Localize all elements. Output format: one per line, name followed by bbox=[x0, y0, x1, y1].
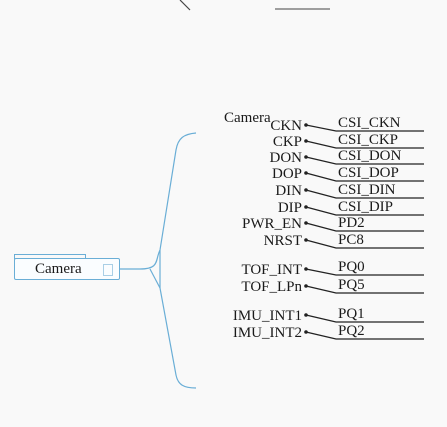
pin-name-0[interactable]: CKN bbox=[270, 118, 302, 134]
pin-name-10[interactable]: IMU_INT1 bbox=[232, 308, 302, 324]
pin-name-1[interactable]: CKP bbox=[272, 134, 302, 150]
net-label-5[interactable]: CSI_DIP bbox=[338, 199, 394, 215]
net-line-5 bbox=[305, 206, 424, 216]
pin-name-9[interactable]: TOF_LPn bbox=[241, 279, 302, 295]
pin-name-11[interactable]: IMU_INT2 bbox=[232, 325, 302, 341]
net-label-1[interactable]: CSI_CKP bbox=[338, 132, 399, 148]
pin-name-6[interactable]: PWR_EN bbox=[242, 216, 302, 232]
net-label-8[interactable]: PQ0 bbox=[338, 259, 365, 275]
net-line-11 bbox=[305, 331, 424, 340]
group-title: Camera bbox=[224, 110, 271, 126]
pin-name-8[interactable]: TOF_INT bbox=[241, 262, 302, 278]
pin-name-2[interactable]: DON bbox=[269, 150, 303, 166]
net-line-9 bbox=[305, 285, 424, 294]
net-label-3[interactable]: CSI_DOP bbox=[338, 165, 399, 181]
top-decoration bbox=[179, 0, 330, 11]
net-label-9[interactable]: PQ5 bbox=[338, 277, 365, 293]
net-line-6 bbox=[305, 222, 424, 232]
net-label-6[interactable]: PD2 bbox=[338, 215, 365, 231]
net-line-7 bbox=[305, 239, 424, 249]
net-label-2[interactable]: CSI_DON bbox=[338, 148, 402, 164]
net-line-2 bbox=[305, 156, 424, 165]
node-handle-icon bbox=[103, 264, 113, 276]
brace-join bbox=[149, 268, 161, 289]
net-label-11[interactable]: PQ2 bbox=[338, 323, 365, 339]
pin-name-5[interactable]: DIP bbox=[277, 200, 302, 216]
brace-upper bbox=[120, 132, 197, 270]
camera-node-label: Camera bbox=[35, 261, 82, 277]
net-label-0[interactable]: CSI_CKN bbox=[338, 115, 401, 131]
net-line-4 bbox=[305, 189, 424, 199]
net-label-7[interactable]: PC8 bbox=[338, 232, 364, 248]
node-tab bbox=[14, 254, 86, 259]
pin-name-4[interactable]: DIN bbox=[275, 183, 302, 199]
camera-node[interactable]: Camera bbox=[14, 254, 120, 280]
net-label-10[interactable]: PQ1 bbox=[338, 306, 365, 322]
pin-name-3[interactable]: DOP bbox=[271, 166, 302, 182]
net-line-1 bbox=[305, 140, 424, 149]
net-label-4[interactable]: CSI_DIN bbox=[338, 182, 396, 198]
net-line-8 bbox=[305, 268, 424, 276]
brace-lower bbox=[159, 287, 197, 389]
net-line-3 bbox=[305, 172, 424, 182]
net-line-10 bbox=[305, 314, 424, 323]
pin-name-7[interactable]: NRST bbox=[263, 233, 302, 249]
net-line-0 bbox=[305, 124, 424, 132]
